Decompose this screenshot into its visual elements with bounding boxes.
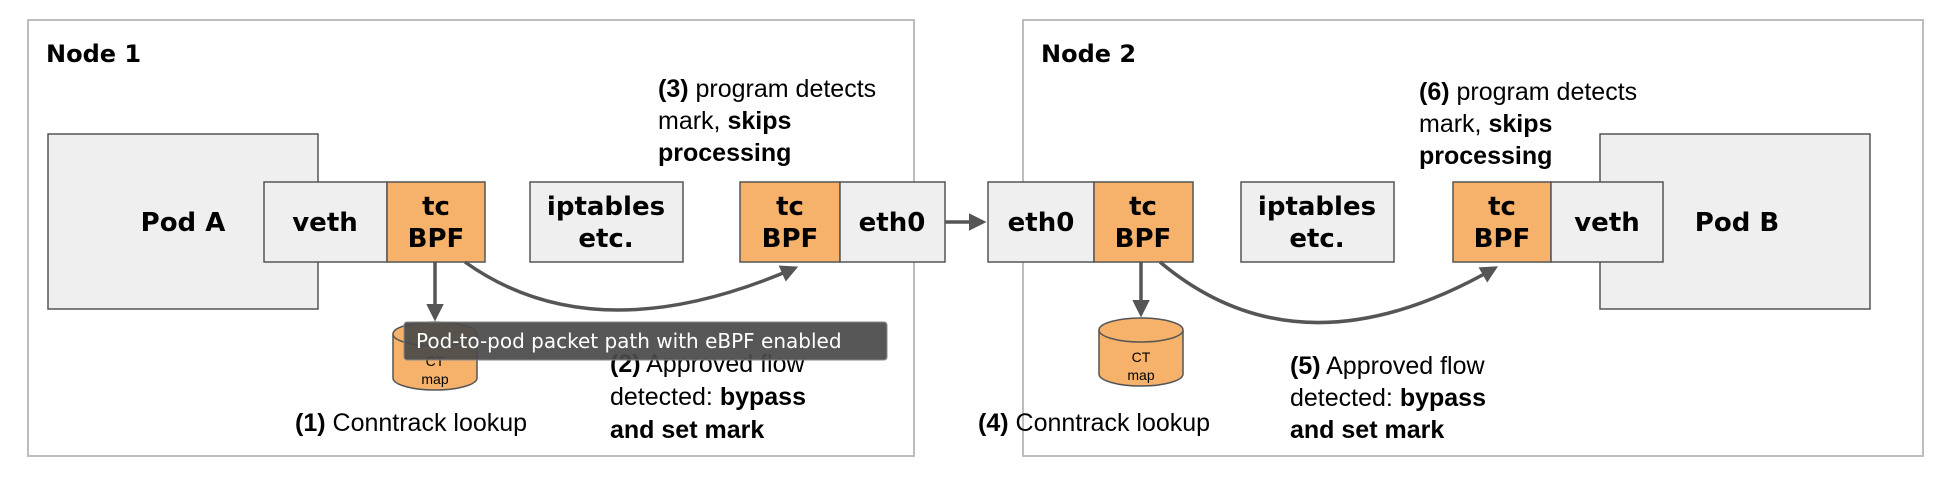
step5-number: (5) xyxy=(1290,352,1321,380)
step6-annotation-line3: processing xyxy=(1419,142,1552,170)
node1-map-label: map xyxy=(421,371,448,387)
step5-bold-b: bypass xyxy=(1400,384,1486,412)
step2-annotation-line2: detected: bypass xyxy=(610,383,806,411)
step2-bold-b: bypass xyxy=(720,383,806,411)
node2-iptables-label: iptables xyxy=(1258,192,1376,222)
step3-bold-b: skips xyxy=(727,107,791,135)
node2-ct-label: CT xyxy=(1132,349,1151,365)
node1-bpf2-label: BPF xyxy=(762,224,819,254)
node2-veth-label: veth xyxy=(1574,208,1640,238)
node2-bpf-label: BPF xyxy=(1115,224,1172,254)
step5-annotation-line1: (5) Approved flow xyxy=(1290,352,1485,380)
step5-annotation-line3: and set mark xyxy=(1290,416,1444,444)
step1-annotation: (1) Conntrack lookup xyxy=(295,409,527,437)
step3-text-b: mark, xyxy=(658,107,727,135)
node2-title: Node 2 xyxy=(1041,40,1136,68)
node2-eth0-box xyxy=(987,181,1095,263)
node1-eth0-box xyxy=(839,181,946,263)
node1-tc-label: tc xyxy=(422,192,450,222)
diagram-tooltip: Pod-to-pod packet path with eBPF enabled xyxy=(403,321,888,361)
node1-iptables-label: iptables xyxy=(547,192,665,222)
node1-eth0-label: eth0 xyxy=(859,208,926,238)
node2-pod-label: Pod B xyxy=(1695,208,1779,238)
node2-ct-map-cylinder xyxy=(1098,317,1184,387)
step3-annotation-line1: (3) program detects xyxy=(658,75,876,103)
node2-bpf2-label: BPF xyxy=(1474,224,1531,254)
step3-text-a: program detects xyxy=(689,75,877,103)
step1-number: (1) xyxy=(295,409,326,437)
step5-text-b: detected: xyxy=(1290,384,1400,412)
step6-text-a: program detects xyxy=(1450,78,1638,106)
node1-iptables-box xyxy=(529,181,684,263)
node2-tc-bpf-pod-box xyxy=(1452,181,1552,263)
step3-number: (3) xyxy=(658,75,689,103)
step5-text-a: Approved flow xyxy=(1321,352,1486,380)
node2-tc-label: tc xyxy=(1129,192,1157,222)
step3-annotation-line3: processing xyxy=(658,139,791,167)
node1-etc-label: etc. xyxy=(578,224,633,254)
tooltip-text: Pod-to-pod packet path with eBPF enabled xyxy=(416,329,842,353)
node1-bypass-arrow xyxy=(463,260,799,312)
node1-tc-bpf-egress-box xyxy=(739,181,841,263)
node2-map-label: map xyxy=(1127,367,1154,383)
node1-bpf-label: BPF xyxy=(408,224,465,254)
node2-etc-label: etc. xyxy=(1289,224,1344,254)
node2-iptables-box xyxy=(1240,181,1395,263)
step6-number: (6) xyxy=(1419,78,1450,106)
node1-veth-box xyxy=(263,181,388,263)
node1-tc-bpf-box xyxy=(386,181,486,263)
step4-number: (4) xyxy=(978,409,1009,437)
step6-annotation-line2: mark, skips xyxy=(1419,110,1552,138)
node2-tc-bpf-box xyxy=(1093,181,1194,263)
step2-annotation-line3: and set mark xyxy=(610,416,764,444)
node2-eth0-label: eth0 xyxy=(1008,208,1075,238)
step6-bold-b: skips xyxy=(1488,110,1552,138)
node1-title: Node 1 xyxy=(46,40,141,68)
node2-veth-box xyxy=(1550,181,1664,263)
step6-annotation-line1: (6) program detects xyxy=(1419,78,1637,106)
node1-pod-label: Pod A xyxy=(141,208,226,238)
step6-text-b: mark, xyxy=(1419,110,1488,138)
step3-annotation-line2: mark, skips xyxy=(658,107,791,135)
step1-text: Conntrack lookup xyxy=(326,409,528,437)
node1-tc2-label: tc xyxy=(776,192,804,222)
node2-bypass-arrow xyxy=(1158,260,1499,325)
step4-text: Conntrack lookup xyxy=(1009,409,1211,437)
node1-veth-label: veth xyxy=(292,208,358,238)
step2-text-b: detected: xyxy=(610,383,720,411)
node2-tc2-label: tc xyxy=(1488,192,1516,222)
step4-annotation: (4) Conntrack lookup xyxy=(978,409,1210,437)
step5-annotation-line2: detected: bypass xyxy=(1290,384,1486,412)
